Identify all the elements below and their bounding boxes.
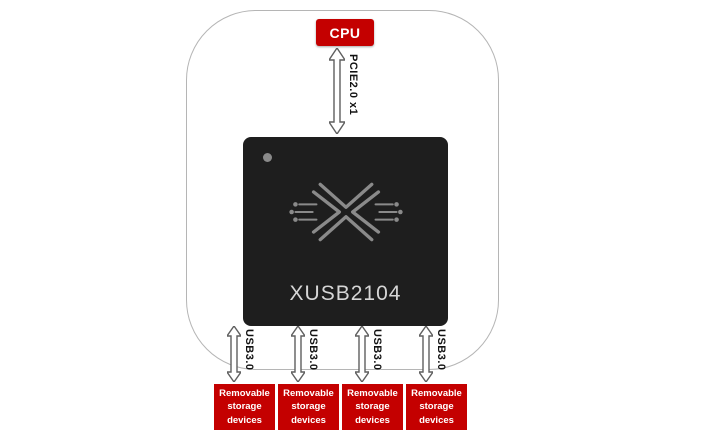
- chip-block: XUSB2104: [243, 137, 448, 326]
- usb-port-group: USB3.0 Removable storage devices: [278, 326, 339, 430]
- storage-device-label: Removable storage devices: [283, 388, 334, 426]
- storage-device-label: Removable storage devices: [411, 388, 462, 426]
- cpu-label: CPU: [329, 24, 361, 41]
- usb-double-arrow-icon: [355, 326, 369, 382]
- pcie-double-arrow-icon: [329, 48, 345, 134]
- pcie-link-name: PCIE2.0: [347, 54, 359, 99]
- usb-bus-label: USB3.0: [243, 329, 255, 371]
- usb-double-arrow-icon: [227, 326, 241, 382]
- usb-port-group: USB3.0 Removable storage devices: [342, 326, 403, 430]
- cpu-block: CPU: [316, 19, 374, 46]
- pcie-link-speed: x1: [347, 102, 359, 116]
- usb-bus-label: USB3.0: [371, 329, 383, 371]
- storage-device-box: Removable storage devices: [214, 384, 275, 430]
- storage-device-label: Removable storage devices: [219, 388, 270, 426]
- chip-name: XUSB2104: [289, 282, 402, 305]
- chip-logo-icon: [288, 182, 403, 242]
- usb-double-arrow-icon: [291, 326, 305, 382]
- storage-device-box: Removable storage devices: [278, 384, 339, 430]
- storage-device-box: Removable storage devices: [342, 384, 403, 430]
- usb-port-group: USB3.0 Removable storage devices: [406, 326, 467, 430]
- pin1-dot-icon: [263, 153, 272, 162]
- storage-device-box: Removable storage devices: [406, 384, 467, 430]
- usb-bus-label: USB3.0: [435, 329, 447, 371]
- storage-device-label: Removable storage devices: [347, 388, 398, 426]
- pcie-link-label: PCIE2.0 x1: [347, 54, 359, 115]
- usb-port-group: USB3.0 Removable storage devices: [214, 326, 275, 430]
- usb-bus-label: USB3.0: [307, 329, 319, 371]
- usb-double-arrow-icon: [419, 326, 433, 382]
